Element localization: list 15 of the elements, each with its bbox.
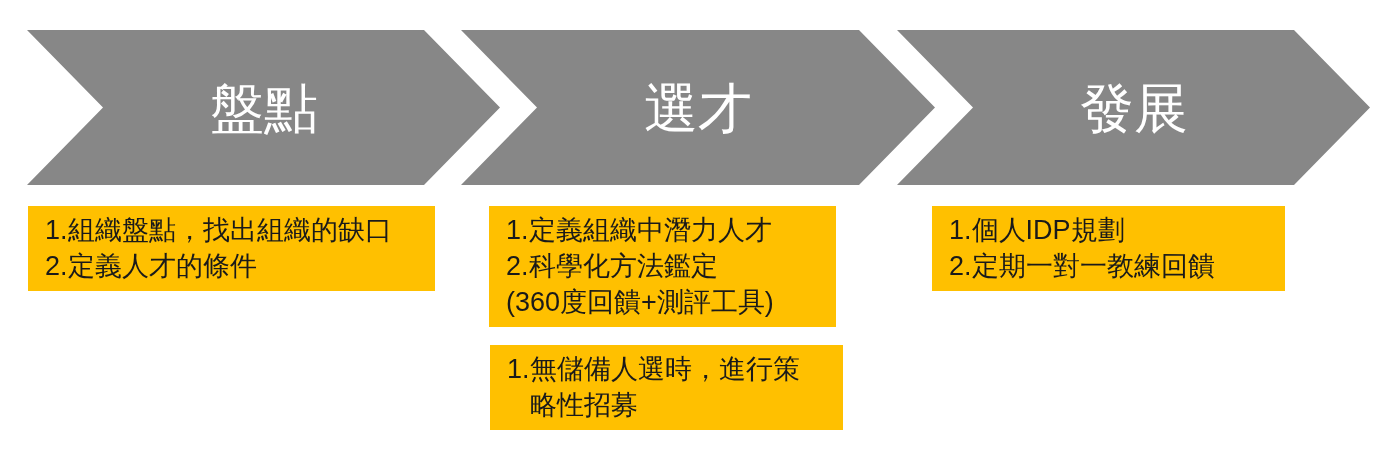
process-step: 發展 — [897, 30, 1370, 185]
list-item: 2.科學化方法鑑定 — [506, 250, 719, 283]
list-item: 1.組織盤點，找出組織的缺口 — [45, 214, 393, 247]
process-step: 盤點 — [27, 30, 500, 185]
note-box — [489, 206, 836, 327]
note-box — [28, 206, 435, 291]
list-item: 1.定義組織中潛力人才 — [506, 214, 773, 247]
process-step: 選才 — [461, 30, 935, 185]
note-box — [490, 345, 843, 430]
list-item: 2.定義人才的條件 — [45, 250, 258, 283]
list-item: 1.無儲備人選時，進行策略性招募 — [507, 353, 801, 422]
list-item: 2.定期一對一教練回饋 — [949, 250, 1216, 283]
note-box — [932, 206, 1285, 291]
list-item: (360度回饋+測評工具) — [506, 286, 775, 319]
list-item: 1.個人IDP規劃 — [949, 214, 1126, 247]
